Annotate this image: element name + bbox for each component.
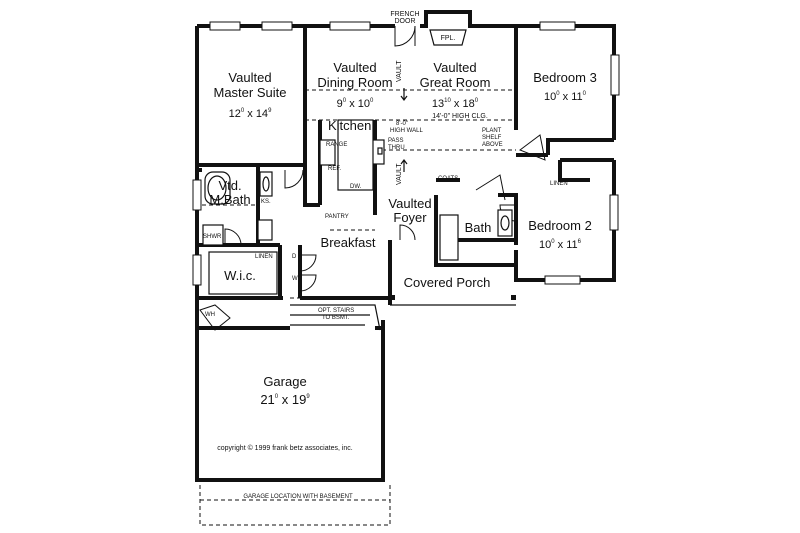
great-room-subtitle: Great Room	[420, 75, 491, 90]
bedroom3-dim: 100 x 110	[544, 91, 587, 103]
water-heater-label: WH	[205, 312, 215, 318]
room-labels: Vaulted Master Suite 120 x 149 Vaulted D…	[209, 60, 596, 407]
bedroom2-dim: 100 x 116	[539, 239, 582, 251]
dining-dim: 90 x 100	[337, 98, 374, 110]
ref-label: REF.	[328, 166, 341, 172]
breakfast-title: Breakfast	[321, 235, 376, 250]
bedroom2-title: Bedroom 2	[528, 218, 592, 233]
windows	[192, 21, 620, 286]
covered-porch-title: Covered Porch	[404, 275, 491, 290]
annotations: FRENCH DOOR FPL. VAULT VAULT 8'-0" HIGH …	[203, 11, 568, 500]
master-suite-title: Vaulted	[228, 70, 271, 85]
master-bath-subtitle: M.Bath	[209, 192, 250, 207]
wic-title: W.i.c.	[224, 268, 256, 283]
coats-label: COATS	[438, 176, 458, 182]
vault-arrow-bottom	[400, 159, 408, 172]
master-suite-dim: 120 x 149	[229, 108, 272, 120]
great-room-ceiling-note: 14'-0" HIGH CLG.	[432, 113, 488, 120]
plant-shelf-label-2: SHELF	[482, 135, 502, 141]
doors	[199, 25, 546, 331]
high-wall-label-1: 8'-0"	[396, 121, 408, 127]
dw-label: DW.	[350, 184, 362, 190]
opt-stairs-label-1: OPT. STAIRS	[318, 308, 354, 314]
master-suite-subtitle: Master Suite	[214, 85, 287, 100]
washer-label: W	[292, 276, 298, 282]
linen-bedroom-label: LINEN	[550, 181, 568, 187]
foyer-subtitle: Foyer	[393, 210, 427, 225]
opt-stairs-label-2: TO BSMT.	[322, 315, 350, 321]
high-wall-label-2: HIGH WALL	[390, 128, 423, 134]
ks-label: KS.	[261, 199, 271, 205]
vault-label-top: VAULT	[396, 60, 403, 82]
master-bath-title: Vtd.	[218, 178, 241, 193]
copyright-text: copyright © 1999 frank betz associates, …	[217, 444, 353, 452]
garage-dim: 210 x 199	[260, 392, 310, 407]
kitchen-title: Kitchen	[328, 118, 371, 133]
pass-thru-label-1: PASS	[388, 138, 404, 144]
bath-title: Bath	[465, 220, 492, 235]
garage-title: Garage	[263, 374, 306, 389]
french-door-label-1: FRENCH	[390, 11, 419, 18]
foyer-title: Vaulted	[388, 196, 431, 211]
plant-shelf-label-3: ABOVE	[482, 142, 503, 148]
vault-label-bottom: VAULT	[396, 163, 403, 185]
dryer-label: D	[292, 254, 297, 260]
stairs	[290, 304, 381, 331]
fixtures	[202, 119, 513, 295]
vault-arrow-top	[400, 88, 408, 101]
range-label: RANGE	[326, 142, 347, 148]
fireplace	[429, 29, 467, 46]
plant-shelf-label-1: PLANT	[482, 128, 502, 134]
dining-subtitle: Dining Room	[317, 75, 392, 90]
pantry-label: PANTRY	[325, 214, 349, 220]
porch-posts	[390, 295, 516, 300]
great-room-dim: 1310 x 180	[432, 98, 479, 110]
linen-wic-label: LINEN	[255, 254, 273, 260]
great-room-title: Vaulted	[433, 60, 476, 75]
fireplace-label: FPL.	[441, 35, 456, 42]
shwr-label: SHWR	[203, 234, 222, 240]
garage-basement-note: GARAGE LOCATION WITH BASEMENT	[243, 494, 353, 500]
bedroom3-title: Bedroom 3	[533, 70, 597, 85]
dining-title: Vaulted	[333, 60, 376, 75]
pass-thru-label-2: THRU	[388, 145, 405, 151]
french-door-label-2: DOOR	[395, 18, 416, 25]
